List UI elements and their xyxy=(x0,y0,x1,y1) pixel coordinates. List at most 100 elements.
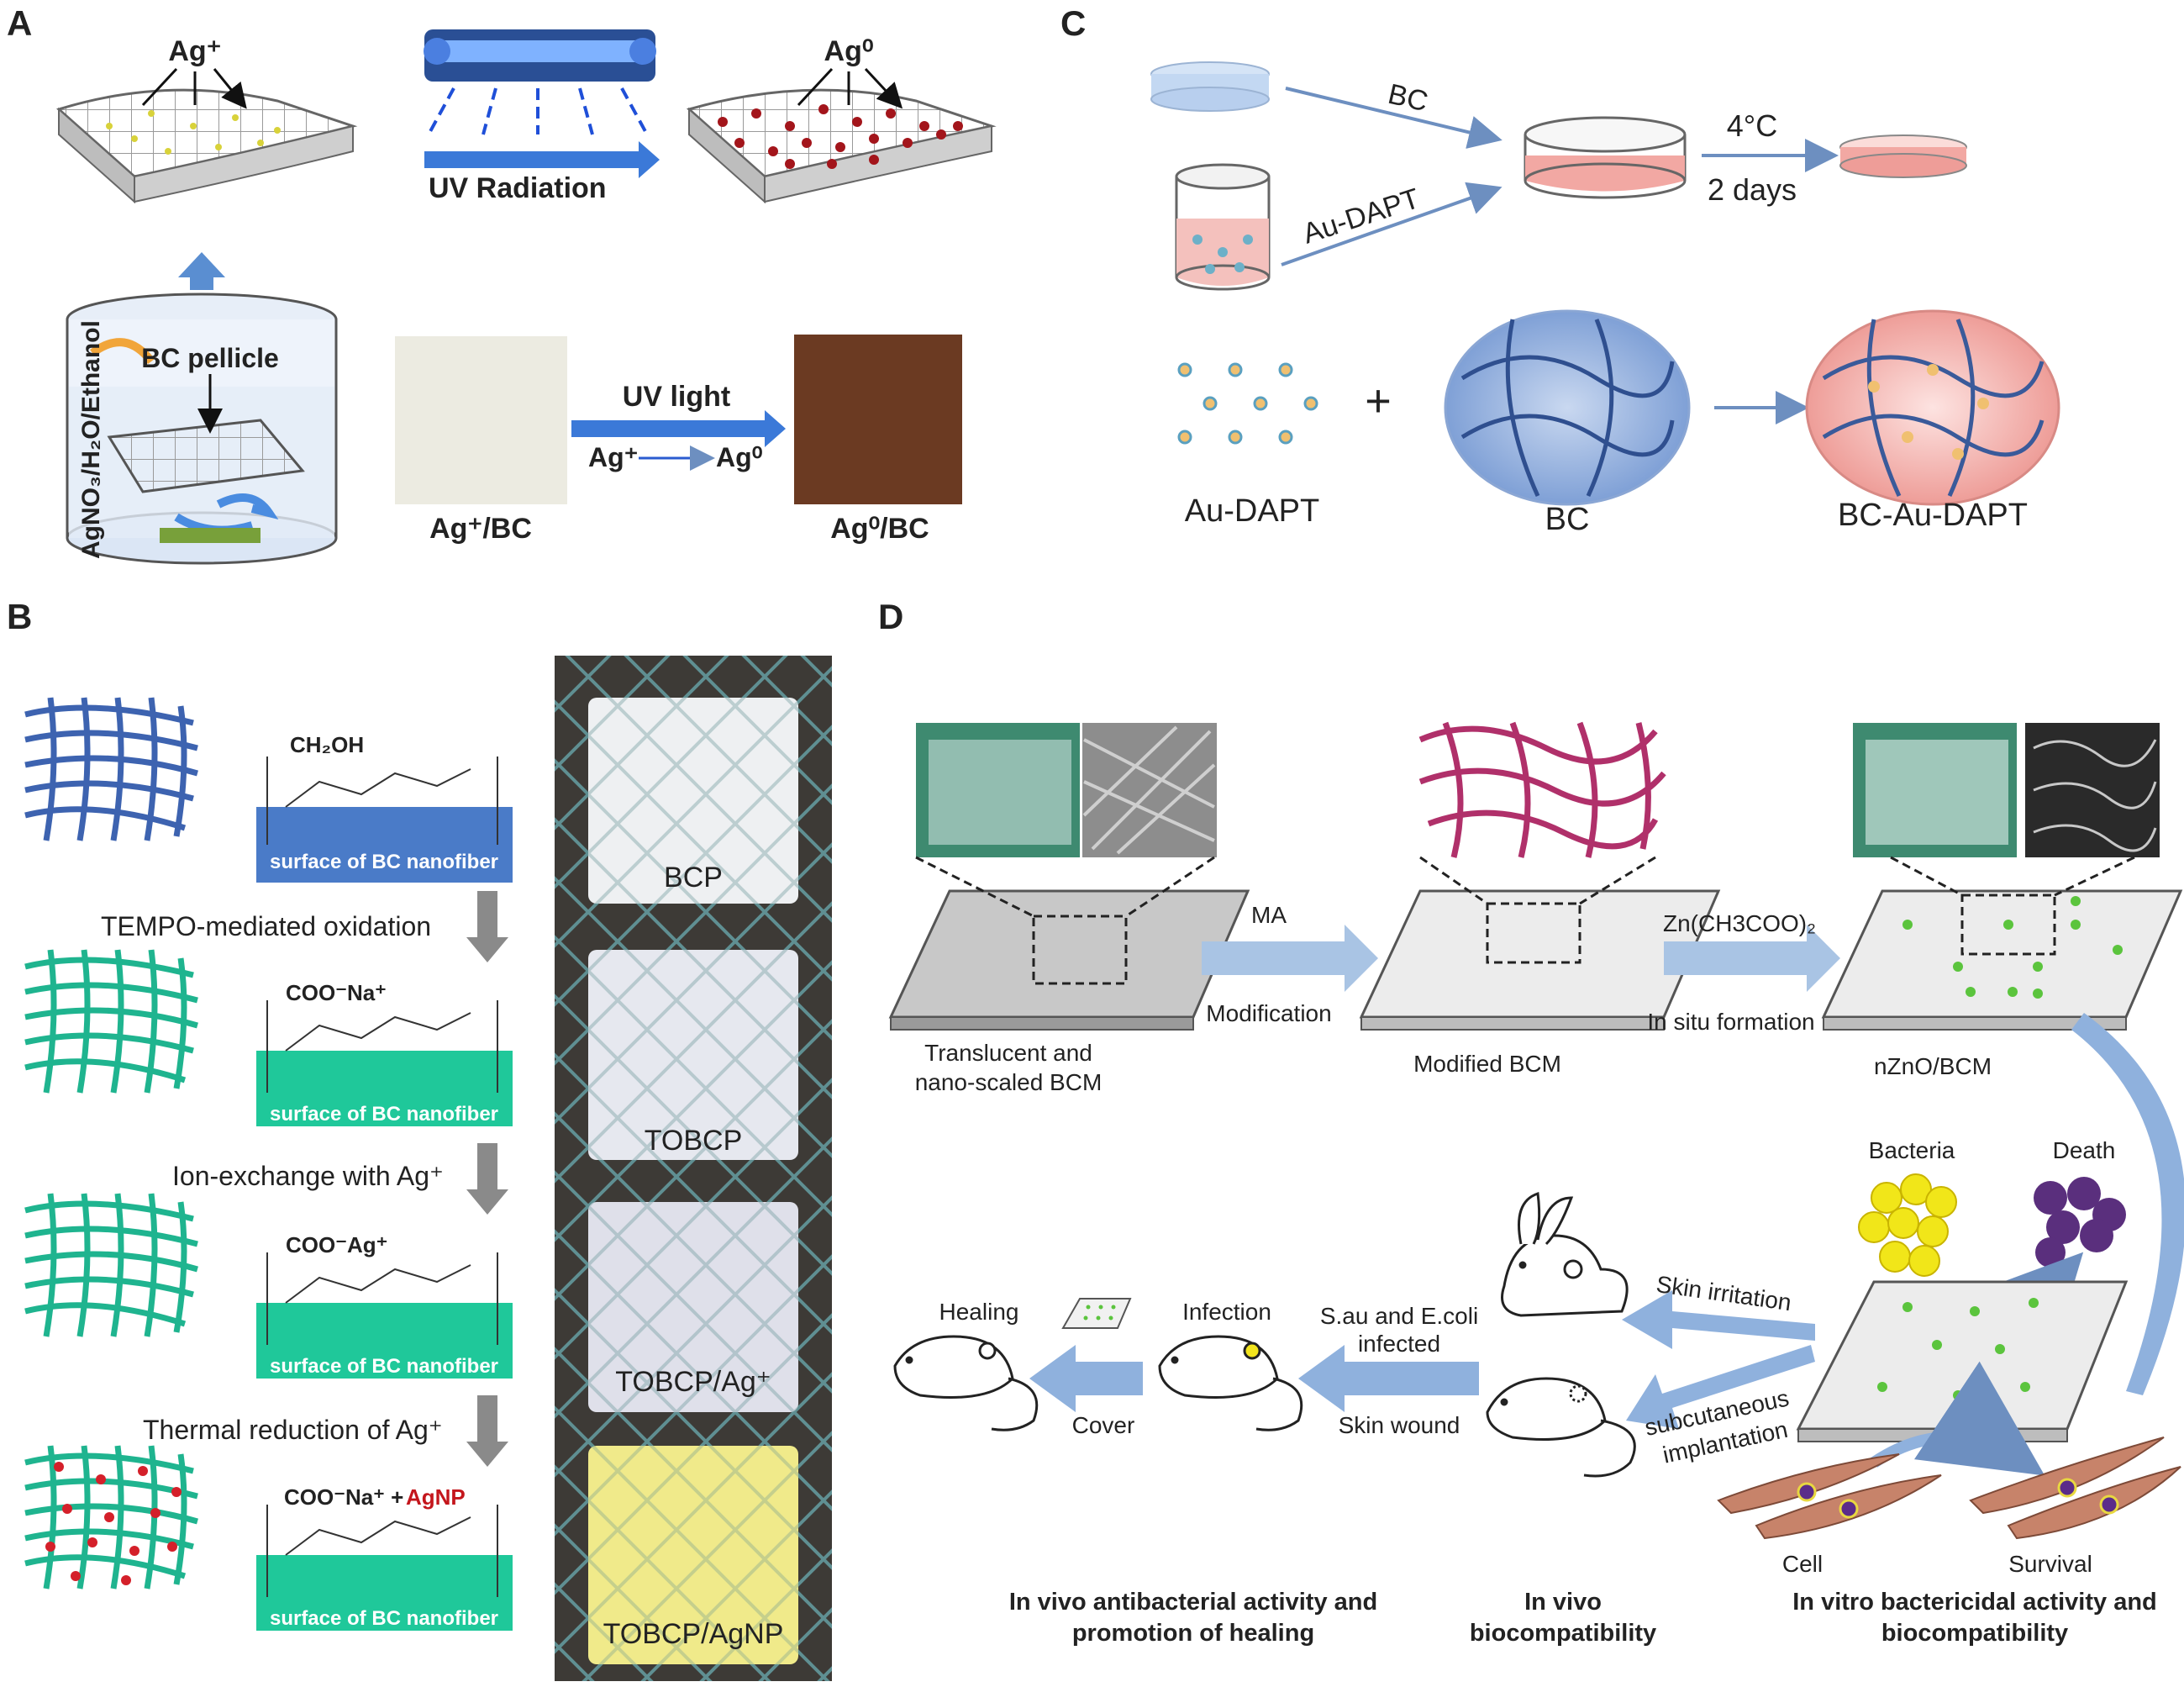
step1-label: TEMPO-mediated oxidation xyxy=(101,911,431,941)
beaker-illustration xyxy=(66,293,338,565)
step3-label: Thermal reduction of Ag⁺ xyxy=(143,1415,443,1445)
up-arrow xyxy=(178,252,225,290)
modified-bcm-label: Modified BCM xyxy=(1413,1051,1561,1077)
panel-d-letter: D xyxy=(878,597,903,636)
product-dish-icon xyxy=(1839,134,1967,178)
bc-au-dapt-icon xyxy=(1805,309,2060,506)
au-dapt-label: Au-DAPT xyxy=(1185,493,1319,529)
cover-arrow xyxy=(1029,1345,1143,1412)
group-ch2oh: CH₂OH xyxy=(290,732,364,757)
infection-label: Infection xyxy=(1182,1299,1271,1325)
rat-icon-healing xyxy=(893,1335,1039,1431)
time-label: 2 days xyxy=(1708,172,1797,207)
caption-3-line1: In vitro bactericidal activity and xyxy=(1792,1589,2157,1616)
uv-arrow xyxy=(424,141,660,178)
structure-box-3 xyxy=(256,1252,513,1379)
bc-dish-icon xyxy=(1150,61,1270,112)
ma-label: MA xyxy=(1251,902,1287,928)
group-coona: COO⁻Na⁺ xyxy=(286,980,387,1005)
panel-c-letter: C xyxy=(1060,3,1086,43)
bcm-sem-fibers xyxy=(1082,725,1216,855)
zn-label: Zn(CH3COO)₂ xyxy=(1663,910,1816,936)
structure-box-1 xyxy=(256,757,513,883)
panel-c: C BC Au-DAPT 4°C 2 days xyxy=(1060,3,2060,537)
cell-icon xyxy=(1717,1453,1942,1540)
test-plate xyxy=(1796,1280,2129,1442)
bc-fiber-mesh-green-2 xyxy=(24,1193,198,1337)
sample-photo-strip xyxy=(555,656,832,1681)
nzno-plate xyxy=(1821,856,2183,1031)
patch-icon xyxy=(1061,1298,1132,1329)
solution-label: AgNO₃/H₂O/Ethanol xyxy=(77,320,105,559)
caption-3-line2: biocompatibility xyxy=(1881,1620,2068,1647)
reaction-from: Ag⁺ xyxy=(588,442,639,472)
step2-label: Ion-exchange with Ag⁺ xyxy=(172,1161,444,1191)
panel-d: D xyxy=(878,597,2184,1647)
photo-label-tobcp: TOBCP xyxy=(645,1125,743,1157)
modified-plate xyxy=(1359,856,1721,1031)
bacteria-icon xyxy=(1858,1173,1957,1277)
skin-wound-label: Skin wound xyxy=(1339,1412,1460,1438)
surface-label-2: surface of BC nanofiber xyxy=(270,1103,498,1126)
infected-line2: infected xyxy=(1358,1331,1440,1357)
modification-label: Modification xyxy=(1206,1000,1331,1026)
ag-ion-label: Ag⁺ xyxy=(168,35,221,67)
bc-pellicle-label: BC pellicle xyxy=(141,343,279,373)
au-dapt-particles-icon xyxy=(1177,362,1318,445)
bc-fiber-mesh-green-1 xyxy=(24,949,198,1094)
bc-au-dapt-label: BC-Au-DAPT xyxy=(1838,498,2028,533)
nzno-label: nZnO/BCM xyxy=(1874,1053,1992,1079)
bc-label: BC xyxy=(1545,502,1590,537)
ag-zero-bc-photo xyxy=(794,335,962,504)
uv-light-arrow xyxy=(571,410,786,447)
rabbit-icon xyxy=(1501,1191,1629,1317)
bacteria-label: Bacteria xyxy=(1869,1137,1955,1163)
au-dapt-beaker-icon xyxy=(1175,163,1271,291)
caption-2-line1: In vivo xyxy=(1524,1589,1602,1616)
bc-arrow-label: BC xyxy=(1385,78,1431,119)
bcm-plate xyxy=(888,856,1250,1031)
au-dapt-arrow-label: Au-DAPT xyxy=(1299,182,1424,250)
mixing-dish-icon xyxy=(1524,116,1687,199)
sample-after-label: Ag⁰/BC xyxy=(830,513,929,545)
ag-ion-sheet xyxy=(56,88,358,204)
ag-zero-label: Ag⁰ xyxy=(824,35,874,67)
nzno-sem-pores xyxy=(2033,739,2157,852)
panel-b-letter: B xyxy=(7,597,32,636)
step-arrow-3 xyxy=(466,1395,508,1467)
bc-fiber-mesh-agnp xyxy=(24,1445,198,1589)
photo-label-tobcp-ag: TOBCP/Ag⁺ xyxy=(615,1366,771,1398)
step-arrow-2 xyxy=(466,1143,508,1215)
dead-bacteria-icon xyxy=(2034,1177,2126,1268)
cover-label: Cover xyxy=(1072,1412,1135,1438)
agnp-label: AgNP xyxy=(406,1484,466,1510)
ag-zero-sheet xyxy=(686,88,997,204)
infected-line1: S.au and E.coli xyxy=(1320,1303,1478,1329)
structure-box-4 xyxy=(256,1505,513,1631)
photo-label-bcp: BCP xyxy=(664,862,723,894)
group-coona-np: COO⁻Na⁺ + xyxy=(284,1484,403,1510)
uv-light-label: UV light xyxy=(623,381,730,413)
healing-label: Healing xyxy=(939,1299,1019,1325)
implantation-arrow xyxy=(1626,1345,1815,1429)
caption-1-line1: In vivo antibacterial activity and xyxy=(1009,1589,1377,1616)
bcm-photo-film xyxy=(929,740,1071,845)
survival-label: Survival xyxy=(2008,1551,2092,1577)
nzno-photo-film xyxy=(1866,740,2008,845)
au-dapt-arrow xyxy=(1281,182,1502,266)
rat-icon-mid xyxy=(1486,1377,1636,1478)
bc-arrow xyxy=(1285,87,1502,149)
insitu-label: In situ formation xyxy=(1647,1009,1814,1035)
ma-arrow xyxy=(1202,925,1378,992)
ag-ion-bc-photo xyxy=(395,336,567,504)
rat-icon-infection xyxy=(1158,1335,1303,1431)
infect-arrow xyxy=(1298,1345,1479,1412)
modified-fibers xyxy=(1418,721,1666,858)
surface-label-3: surface of BC nanofiber xyxy=(270,1355,498,1378)
surface-label-4: surface of BC nanofiber xyxy=(270,1607,498,1630)
bcm-label-line2: nano-scaled BCM xyxy=(915,1069,1103,1095)
structure-box-2 xyxy=(256,1000,513,1126)
uv-radiation-label: UV Radiation xyxy=(429,172,607,204)
reaction-to: Ag⁰ xyxy=(716,442,763,472)
